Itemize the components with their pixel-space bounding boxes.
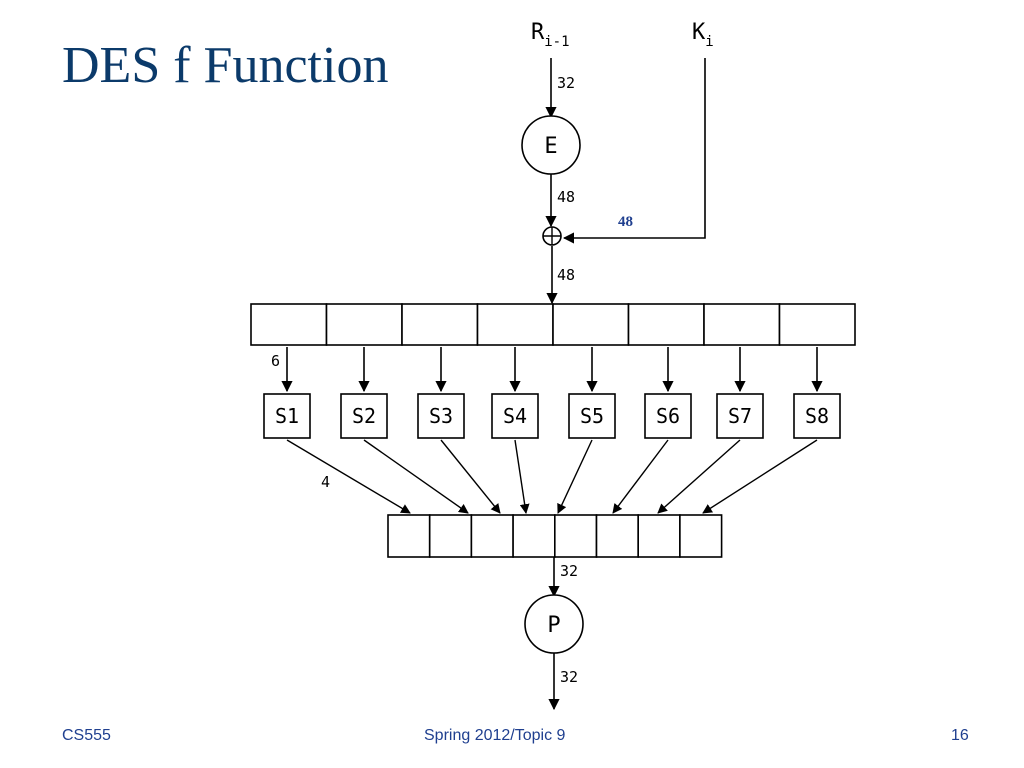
sbox-box: [644, 393, 692, 439]
sbox-label: S2: [352, 404, 376, 428]
sbox-to-block-arrow: [557, 439, 593, 514]
p-output-width-label: 32: [560, 668, 578, 686]
sbox-input-width-label: 6: [271, 352, 280, 370]
sbox-row: S1 S2 S3 S4 S5 S6 S7 S8: [263, 347, 841, 439]
footer-term: Spring 2012/Topic 9: [424, 727, 566, 744]
input-block-cell: [476, 303, 554, 346]
sbox-to-block-arrow: [440, 439, 501, 514]
sbox-to-block-arrow: [286, 439, 411, 514]
k-width-label: 48: [618, 214, 633, 230]
sbox-box: [340, 393, 388, 439]
xor-width-label: 48: [557, 266, 575, 284]
k-input-label: Ki: [692, 20, 714, 50]
output-block-cell: [512, 514, 556, 558]
sbox-label: S7: [728, 404, 752, 428]
output-block-row: [286, 439, 818, 558]
p-input-width-label: 32: [560, 562, 578, 580]
input-block-row: [250, 303, 856, 346]
input-block-cell: [778, 303, 856, 346]
sbox-to-block-arrow: [702, 439, 818, 514]
sbox-label: S4: [503, 404, 527, 428]
sbox-label: S3: [429, 404, 453, 428]
footer-course: CS555: [62, 727, 111, 744]
input-block-cell: [703, 303, 781, 346]
output-block-cell: [553, 514, 598, 558]
sbox-label: S1: [275, 404, 299, 428]
sbox-box: [568, 393, 616, 439]
sbox-label: S8: [805, 404, 829, 428]
sbox-to-block-arrow: [612, 439, 669, 514]
sbox-box: [263, 393, 311, 439]
output-block-cell: [387, 514, 431, 558]
output-block-cell: [679, 514, 723, 558]
expansion-label: E: [544, 134, 557, 159]
output-block-cell: [595, 514, 640, 558]
output-block-cell: [637, 514, 681, 558]
sbox-label: S5: [580, 404, 604, 428]
sbox-to-block-arrow: [657, 439, 741, 514]
k-to-xor-arrow: [562, 58, 706, 244]
r-width-label: 32: [557, 74, 575, 92]
sbox-box: [491, 393, 539, 439]
sbox-box: [417, 393, 465, 439]
r-input-label: Ri-1: [531, 20, 570, 50]
slide-title: DES f Function: [62, 37, 389, 94]
sbox-label: S6: [656, 404, 680, 428]
permutation-label: P: [547, 613, 560, 638]
input-block-cell: [401, 303, 479, 346]
sbox-box: [793, 393, 841, 439]
output-block-cell: [428, 514, 473, 558]
sbox-output-width-label: 4: [321, 473, 330, 491]
output-block-cell: [470, 514, 514, 558]
sbox-to-block-arrow: [363, 439, 469, 514]
e-width-label: 48: [557, 188, 575, 206]
sbox-to-block-arrow: [514, 439, 530, 514]
input-block-cell: [325, 303, 403, 346]
input-block-cell: [250, 303, 328, 346]
sbox-box: [716, 393, 764, 439]
footer-page-number: 16: [951, 727, 969, 744]
input-block-cell: [552, 303, 630, 346]
input-block-cell: [627, 303, 705, 346]
